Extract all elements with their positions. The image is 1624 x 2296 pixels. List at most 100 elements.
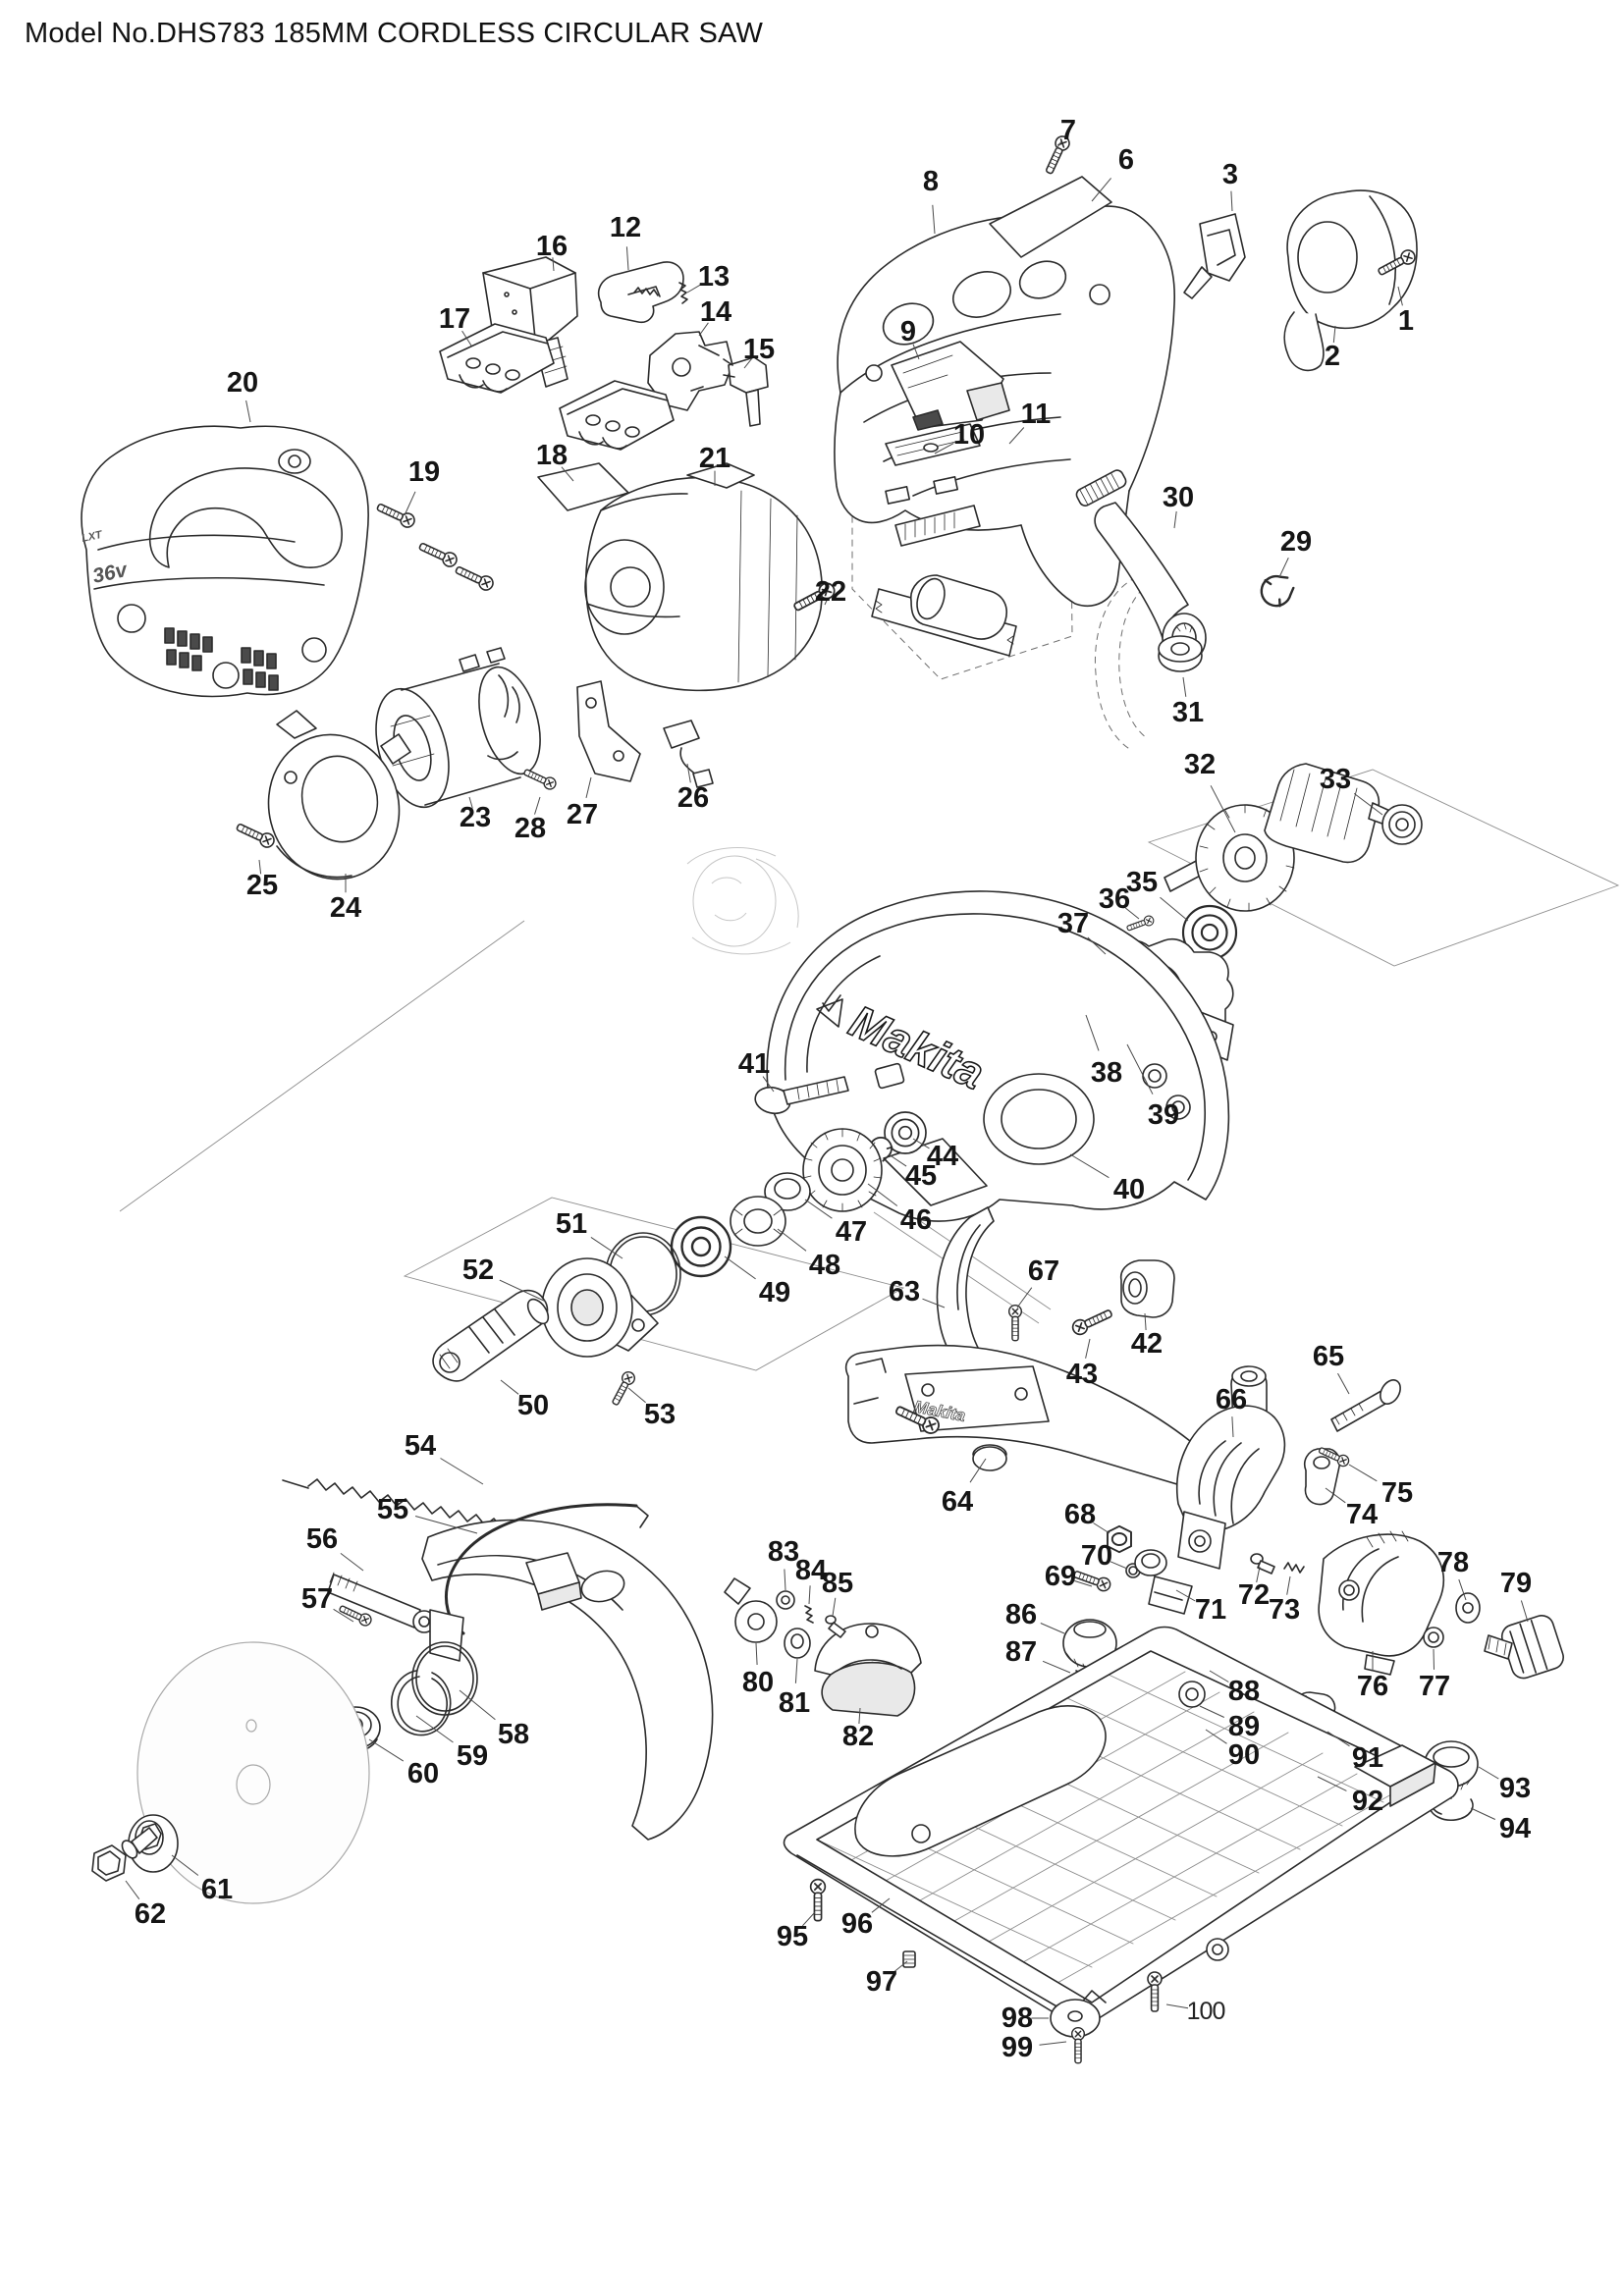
part-label-56: 56 [306, 1523, 338, 1555]
leader-line-23 [468, 796, 473, 809]
leader-line-9 [912, 344, 920, 360]
part-label-58: 58 [498, 1719, 529, 1750]
part-drawing-67 [1007, 1304, 1023, 1342]
leader-line-71 [1175, 1589, 1196, 1602]
part-label-70: 70 [1081, 1540, 1112, 1572]
leader-line-55 [414, 1516, 478, 1534]
leader-line-25 [258, 859, 262, 875]
part-label-27: 27 [567, 799, 598, 830]
part-label-10: 10 [953, 419, 985, 451]
part-drawing-27 [576, 680, 641, 782]
leader-line-26 [686, 763, 691, 783]
leader-line-86 [1040, 1623, 1065, 1634]
part-label-82: 82 [842, 1721, 874, 1752]
leader-line-87 [1042, 1660, 1071, 1674]
leader-line-88 [1209, 1670, 1229, 1682]
leader-line-10 [934, 443, 954, 454]
part-label-47: 47 [836, 1216, 867, 1248]
leader-line-51 [590, 1236, 623, 1259]
part-label-9: 9 [900, 316, 916, 347]
part-label-1: 1 [1398, 305, 1414, 337]
part-label-85: 85 [822, 1568, 853, 1599]
leader-line-63 [922, 1298, 946, 1308]
leader-line-58 [459, 1689, 496, 1721]
part-drawing-73 [1283, 1562, 1305, 1574]
part-drawing-15 [723, 356, 769, 427]
leader-line-8 [932, 204, 936, 235]
part-label-31: 31 [1172, 697, 1204, 728]
leader-line-56 [340, 1553, 364, 1572]
part-drawing-55 [421, 1503, 714, 1841]
part-label-77: 77 [1419, 1671, 1450, 1702]
part-label-79: 79 [1500, 1568, 1532, 1599]
part-label-44: 44 [927, 1141, 958, 1172]
leader-line-73 [1286, 1575, 1291, 1595]
part-label-49: 49 [759, 1277, 790, 1308]
part-drawing-64 [844, 1344, 1208, 1487]
part-label-48: 48 [809, 1250, 840, 1281]
part-label-100: 100 [1187, 1998, 1225, 2025]
part-drawing-32 [1164, 763, 1395, 912]
part-drawing-62 [91, 1827, 158, 1882]
part-label-20: 20 [227, 367, 258, 399]
leader-line-45 [888, 1153, 907, 1167]
leader-line-59 [415, 1715, 454, 1743]
part-drawing-79 [1484, 1615, 1564, 1680]
part-label-96: 96 [841, 1908, 873, 1940]
part-label-84: 84 [795, 1555, 827, 1586]
part-label-29: 29 [1280, 526, 1312, 558]
part-drawing-28 [521, 766, 559, 792]
part-label-32: 32 [1184, 749, 1216, 780]
part-label-94: 94 [1499, 1813, 1531, 1844]
part-label-21: 21 [699, 443, 731, 474]
part-drawing-65 [1330, 1379, 1401, 1432]
part-drawing-9 [891, 341, 1010, 431]
leader-line-91 [1326, 1731, 1350, 1747]
leader-line-3 [1230, 190, 1233, 212]
part-drawing-56 [327, 1572, 464, 1662]
part-label-68: 68 [1064, 1499, 1096, 1530]
part-label-43: 43 [1066, 1359, 1098, 1390]
part-label-62: 62 [135, 1898, 166, 1930]
leader-line-72 [1256, 1566, 1261, 1583]
part-label-71: 71 [1195, 1594, 1226, 1626]
part-drawing-83 [776, 1590, 795, 1610]
part-drawing-48 [730, 1196, 786, 1247]
part-label-2: 2 [1325, 341, 1340, 372]
part-label-14: 14 [700, 296, 731, 328]
part-drawing-23 [375, 647, 541, 809]
part-label-81: 81 [779, 1687, 810, 1719]
part-label-41: 41 [738, 1048, 770, 1080]
part-drawing-86 [1062, 1619, 1119, 1675]
part-drawing-31 [1158, 635, 1203, 672]
part-drawing-85 [825, 1615, 846, 1638]
leader-line-96 [871, 1897, 891, 1913]
part-label-45: 45 [905, 1160, 937, 1192]
part-label-54: 54 [405, 1430, 436, 1462]
leader-line-32 [1210, 785, 1236, 833]
part-label-52: 52 [462, 1255, 494, 1286]
part-drawing-81 [784, 1628, 811, 1659]
leader-line-65 [1337, 1372, 1350, 1395]
part-label-78: 78 [1437, 1547, 1469, 1578]
part-label-12: 12 [610, 212, 641, 243]
leader-line-70 [1110, 1561, 1128, 1570]
part-drawing-46 [802, 1128, 883, 1212]
leader-line-2 [1332, 325, 1336, 344]
part-drawing-71 [1134, 1549, 1193, 1615]
leader-line-11 [1008, 427, 1025, 445]
part-drawing-36 [1125, 914, 1156, 934]
part-label-3: 3 [1222, 159, 1238, 190]
leader-line-30 [1173, 510, 1177, 529]
part-label-86: 86 [1005, 1599, 1037, 1630]
part-label-92: 92 [1352, 1786, 1383, 1817]
part-label-88: 88 [1228, 1676, 1260, 1707]
part-drawing-43 [1069, 1305, 1115, 1338]
leader-line-82 [858, 1707, 861, 1725]
part-label-51: 51 [556, 1208, 587, 1240]
part-label-74: 74 [1346, 1499, 1378, 1530]
leader-line-17 [461, 330, 472, 347]
leader-line-7 [1052, 141, 1062, 156]
part-label-8: 8 [923, 166, 939, 197]
